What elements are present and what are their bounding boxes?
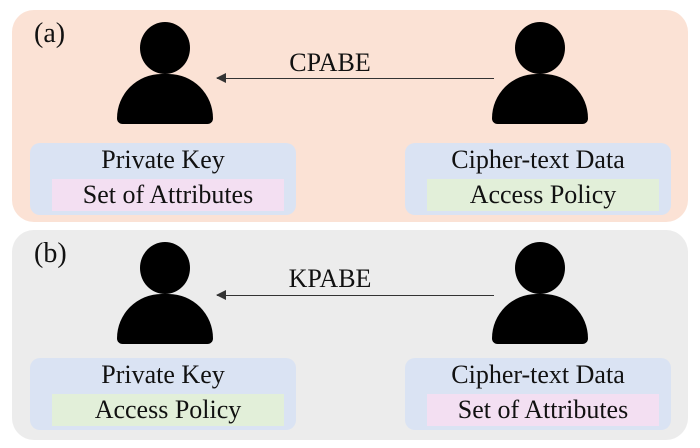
- private-key-box: Private Key Access Policy: [30, 358, 296, 430]
- panel-tag: (a): [34, 18, 66, 49]
- box-content: Access Policy: [52, 394, 284, 426]
- scheme-label: KPABE: [288, 264, 372, 293]
- user-icon: [492, 22, 588, 132]
- scheme-label: CPABE: [289, 48, 371, 77]
- box-title: Private Key: [101, 145, 225, 174]
- user-icon: [117, 242, 213, 352]
- ciphertext-box: Cipher-text Data Access Policy: [405, 143, 671, 215]
- box-title: Private Key: [101, 360, 225, 389]
- panel-cpabe: (a) CPABE Private Key Set of Attributes …: [12, 10, 688, 222]
- ciphertext-box: Cipher-text Data Set of Attributes: [405, 358, 671, 430]
- box-content: Set of Attributes: [427, 394, 659, 426]
- user-icon: [117, 22, 213, 132]
- panel-kpabe: (b) KPABE Private Key Access Policy Ciph…: [12, 230, 688, 440]
- private-key-box: Private Key Set of Attributes: [30, 143, 296, 215]
- panel-tag: (b): [34, 238, 67, 269]
- user-icon: [492, 242, 588, 352]
- arrow-left: [216, 290, 494, 300]
- arrow-left: [216, 73, 494, 83]
- box-title: Cipher-text Data: [451, 145, 625, 174]
- box-content: Access Policy: [427, 179, 659, 211]
- box-title: Cipher-text Data: [451, 360, 625, 389]
- box-content: Set of Attributes: [52, 179, 284, 211]
